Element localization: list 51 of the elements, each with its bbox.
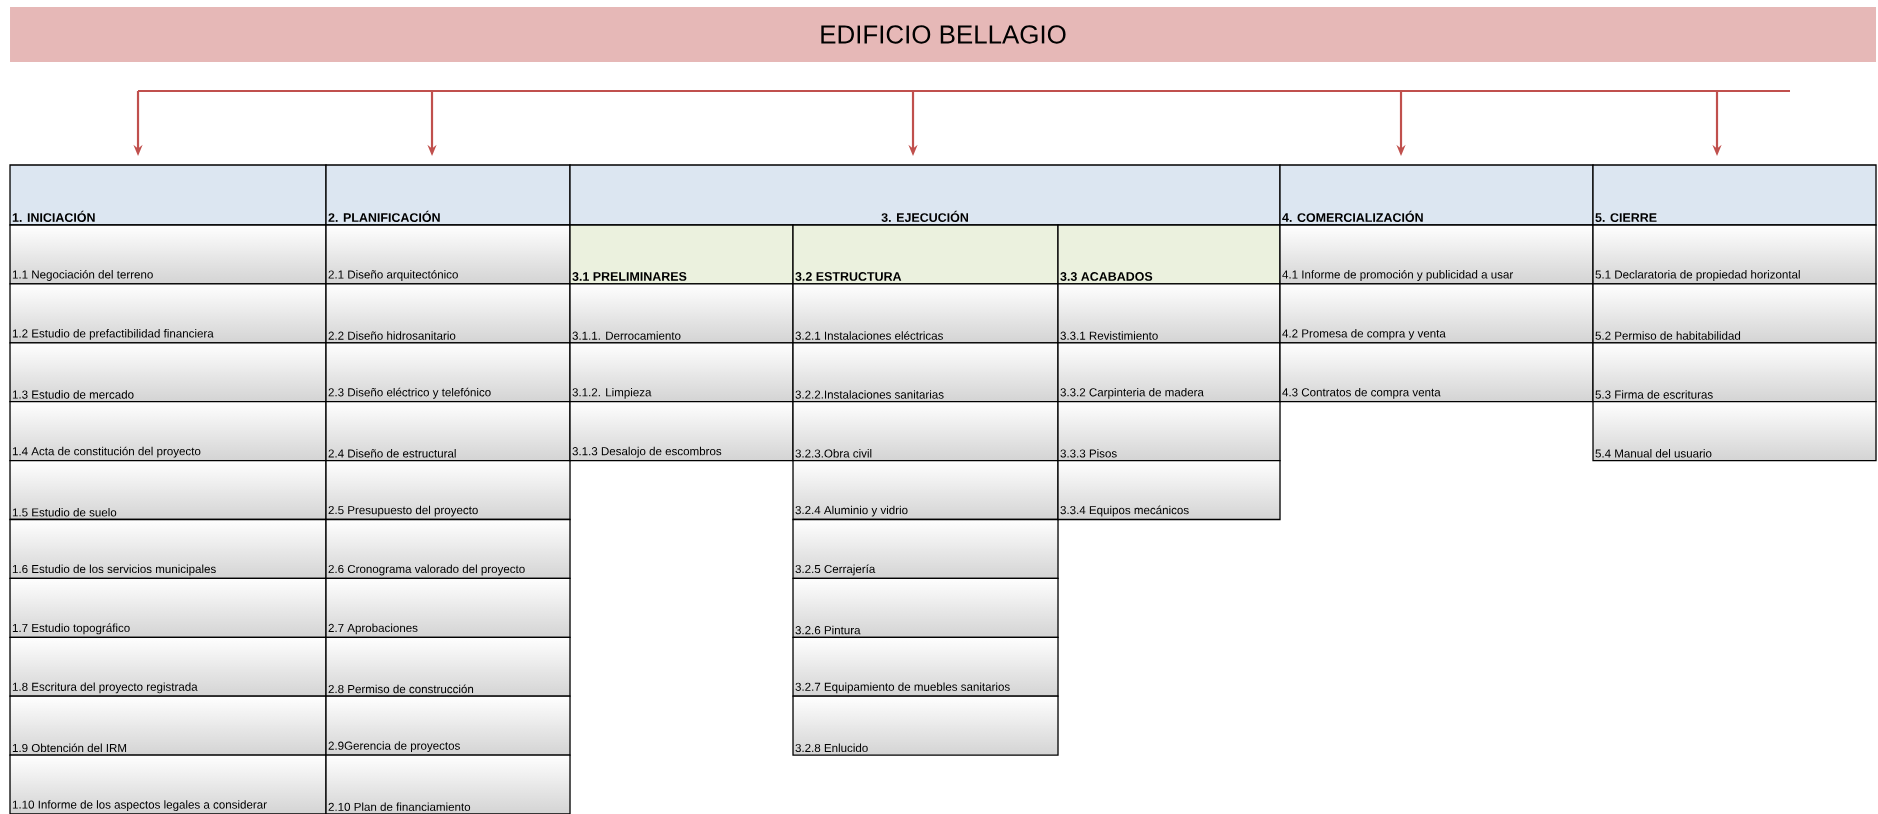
task-cell: 1.5 Estudio de suelo (9, 459, 327, 521)
task-cell: 3.2.1 Instalaciones eléctricas (792, 283, 1059, 344)
task-cell: 4.2 Promesa de compra y venta (1279, 283, 1594, 344)
task-cell: 3.1.2. Limpieza (569, 342, 794, 403)
task-cell: 1.3 Estudio de mercado (9, 342, 327, 403)
phase-header: 4. COMERCIALIZACIÓN (1279, 164, 1594, 226)
task-cell: 2.2 Diseño hidrosanitario (325, 283, 571, 344)
task-cell: 1.10 Informe de los aspectos legales a considerar (9, 754, 327, 814)
task-cell: 3.3.2 Carpinteria de madera (1057, 342, 1281, 403)
subphase-header: 3.1 PRELIMINARES (569, 224, 794, 285)
task-cell: 5.2 Permiso de habitabilidad (1592, 283, 1877, 344)
task-cell: 1.9 Obtención del IRM (9, 695, 327, 756)
task-cell: 5.4 Manual del usuario (1592, 401, 1877, 462)
subphase-header: 3.3 ACABADOS (1057, 224, 1281, 285)
task-cell: 3.2.5 Cerrajería (792, 518, 1059, 580)
task-cell: 3.2.6 Pintura (792, 577, 1059, 638)
task-cell: 3.3.4 Equipos mecánicos (1057, 459, 1281, 521)
task-cell: 5.3 Firma de escrituras (1592, 342, 1877, 403)
task-cell: 2.9Gerencia de proyectos (325, 695, 571, 756)
title-banner: EDIFICIO BELLAGIO (10, 7, 1877, 62)
task-cell: 2.10 Plan de financiamiento (325, 754, 571, 814)
connector-line (138, 89, 1790, 93)
task-cell: 1.8 Escritura del proyecto registrada (9, 636, 327, 697)
task-cell: 2.3 Diseño eléctrico y telefónico (325, 342, 571, 403)
task-cell: 1.2 Estudio de prefactibilidad financiera (9, 283, 327, 344)
task-cell: 3.3.3 Pisos (1057, 401, 1281, 462)
task-cell: 2.7 Aprobaciones (325, 577, 571, 638)
task-cell: 4.3 Contratos de compra venta (1279, 342, 1594, 403)
task-cell: 1.1 Negociación del terreno (9, 224, 327, 285)
task-cell: 5.1 Declaratoria de propiedad horizontal (1592, 224, 1877, 285)
task-cell: 2.5 Presupuesto del proyecto (325, 459, 571, 521)
task-cell: 3.1.3 Desalojo de escombros (569, 401, 794, 462)
task-cell: 2.1 Diseño arquitectónico (325, 224, 571, 285)
task-cell: 2.6 Cronograma valorado del proyecto (325, 518, 571, 580)
task-cell: 2.4 Diseño de estructural (325, 401, 571, 462)
task-cell: 4.1 Informe de promoción y publicidad a usar (1279, 224, 1594, 285)
task-cell: 1.6 Estudio de los servicios municipales (9, 518, 327, 580)
task-cell: 3.2.7 Equipamiento de muebles sanitarios (792, 636, 1059, 697)
task-cell: 3.1.1. Derrocamiento (569, 283, 794, 344)
task-cell: 3.2.8 Enlucido (792, 695, 1059, 756)
task-cell: 3.2.2.Instalaciones sanitarias (792, 342, 1059, 403)
subphase-header: 3.2 ESTRUCTURA (792, 224, 1059, 285)
task-cell: 3.3.1 Revistimiento (1057, 283, 1281, 344)
task-cell: 1.7 Estudio topográfico (9, 577, 327, 638)
task-cell: 3.2.4 Aluminio y vidrio (792, 459, 1059, 521)
phase-header: 2. PLANIFICACIÓN (325, 164, 571, 226)
task-cell: 2.8 Permiso de construcción (325, 636, 571, 697)
phase-header: 1. INICIACIÓN (9, 164, 327, 226)
task-cell: 3.2.3.Obra civil (792, 401, 1059, 462)
task-cell: 1.4 Acta de constitución del proyecto (9, 401, 327, 462)
phase-header: 5. CIERRE (1592, 164, 1877, 226)
